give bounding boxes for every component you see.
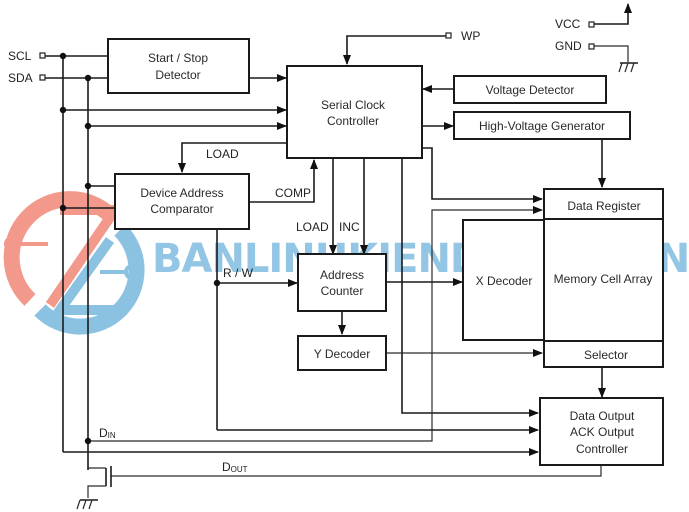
block-label: ACK Output <box>570 425 635 439</box>
block-memory-cell-array: Memory Cell Array <box>543 218 664 342</box>
block-device-address-comparator: Device Address Comparator <box>114 173 250 230</box>
pin-wp-label: WP <box>461 29 480 43</box>
block-label: X Decoder <box>476 274 533 288</box>
block-label: Data Output <box>570 409 635 423</box>
block-high-voltage-generator: High-Voltage Generator <box>453 111 631 140</box>
block-label: Controller <box>576 442 628 456</box>
block-label: Selector <box>584 348 628 362</box>
signal-inc: INC <box>339 220 360 234</box>
block-label: Controller <box>327 114 379 128</box>
pin-gnd-label: GND <box>555 39 582 53</box>
block-x-decoder: X Decoder <box>462 219 546 341</box>
signal-comp: COMP <box>275 186 311 200</box>
block-start-stop-detector: Start / Stop Detector <box>107 38 250 94</box>
pin-scl-label: SCL <box>8 49 32 63</box>
block-label: Y Decoder <box>314 347 370 361</box>
block-label: Memory Cell Array <box>554 272 653 286</box>
wires <box>45 3 638 510</box>
pin-wp: WP <box>445 29 480 43</box>
signal-dout: DOUT <box>222 460 248 474</box>
block-serial-clock-controller: Serial Clock Controller <box>286 65 423 159</box>
block-label: Serial Clock <box>321 98 386 112</box>
block-label: Detector <box>155 68 200 82</box>
block-label: Start / Stop <box>148 51 208 65</box>
block-label: Address <box>320 268 364 282</box>
signal-din: DIN <box>99 426 116 440</box>
block-label: Device Address <box>140 186 223 200</box>
block-label: Voltage Detector <box>486 83 575 97</box>
block-label: Counter <box>321 284 364 298</box>
pin-scl: SCL <box>8 49 46 63</box>
pin-vcc: VCC <box>555 17 595 31</box>
block-address-counter: Address Counter <box>297 253 387 312</box>
block-selector: Selector <box>543 340 664 368</box>
pin-sda-label: SDA <box>8 71 33 85</box>
signal-rw: R / W <box>223 266 254 280</box>
pin-sda: SDA <box>8 71 46 85</box>
block-data-register: Data Register <box>543 188 664 220</box>
block-label: Comparator <box>150 202 213 216</box>
signal-load-top: LOAD <box>206 147 239 161</box>
block-voltage-detector: Voltage Detector <box>453 75 607 104</box>
block-data-output-controller: Data Output ACK Output Controller <box>539 397 664 466</box>
signal-load: LOAD <box>296 220 329 234</box>
pin-vcc-label: VCC <box>555 17 581 31</box>
junction-dots <box>59 52 221 445</box>
block-label: Data Register <box>567 199 640 213</box>
block-label: High-Voltage Generator <box>479 119 605 133</box>
block-y-decoder: Y Decoder <box>297 335 387 371</box>
pin-gnd: GND <box>555 39 595 53</box>
